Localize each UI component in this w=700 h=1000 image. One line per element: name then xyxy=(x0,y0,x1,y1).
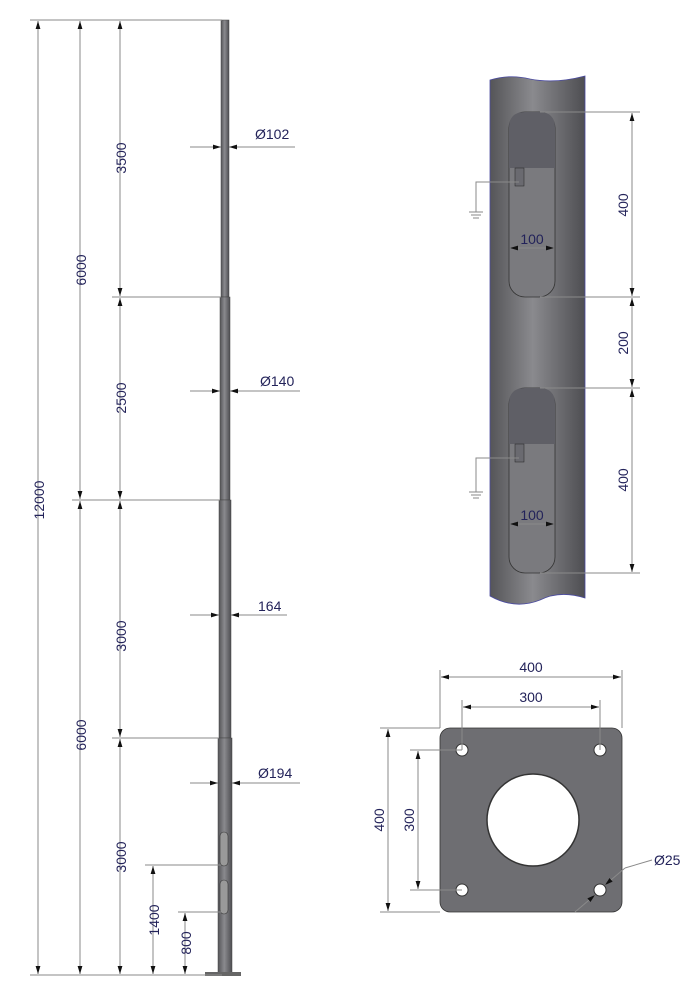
service-door-2 xyxy=(219,879,229,915)
pole-segment-2 xyxy=(219,296,231,501)
dim-diameter-3: 164 xyxy=(258,598,282,614)
dim-door2-height: 400 xyxy=(615,468,631,492)
dim-hole-spacing-y: 300 xyxy=(401,808,417,832)
dim-diameter-1: Ø102 xyxy=(255,126,289,142)
door-cover-1 xyxy=(509,112,555,168)
dim-plate-height: 400 xyxy=(371,808,387,832)
dim-door-spacing: 200 xyxy=(615,331,631,355)
dim-door1-height: 400 xyxy=(615,193,631,217)
dim-total-height: 12000 xyxy=(31,480,47,519)
service-door-1 xyxy=(219,831,229,867)
door-cover-2 xyxy=(509,388,555,444)
bolt-hole xyxy=(593,883,607,897)
dim-seg3: 3000 xyxy=(113,620,129,651)
ground-lug-2 xyxy=(514,443,525,463)
center-hole xyxy=(486,773,580,867)
dim-door-top: 1400 xyxy=(146,904,162,935)
base-plate: 400 300 400 300 Ø25 xyxy=(371,659,681,913)
dim-upper-half: 6000 xyxy=(73,254,89,285)
dim-diameter-4: Ø194 xyxy=(258,765,292,781)
ground-symbol-icon xyxy=(469,181,519,499)
dim-seg2: 2500 xyxy=(113,382,129,413)
dim-door1-width: 100 xyxy=(520,231,544,247)
dim-plate-width: 400 xyxy=(519,659,543,675)
dim-seg1: 3500 xyxy=(113,142,129,173)
dim-door-bottom: 800 xyxy=(178,931,194,955)
dim-seg4: 3000 xyxy=(113,841,129,872)
dim-door2-width: 100 xyxy=(520,507,544,523)
pole-segment-3 xyxy=(218,499,232,739)
pole-base-plate xyxy=(205,972,241,976)
pole-elevation: 12000 6000 6000 3500 2500 3000 3000 1400… xyxy=(30,19,300,976)
dim-hole-spacing-x: 300 xyxy=(519,689,543,705)
ground-lug-1 xyxy=(514,167,525,187)
dim-lower-half: 6000 xyxy=(73,719,89,750)
dim-hole-diameter: Ø25 xyxy=(654,852,681,868)
pole-segment-1 xyxy=(220,19,230,298)
door-detail: 400 200 400 100 100 xyxy=(469,75,640,605)
dim-diameter-2: Ø140 xyxy=(260,373,294,389)
